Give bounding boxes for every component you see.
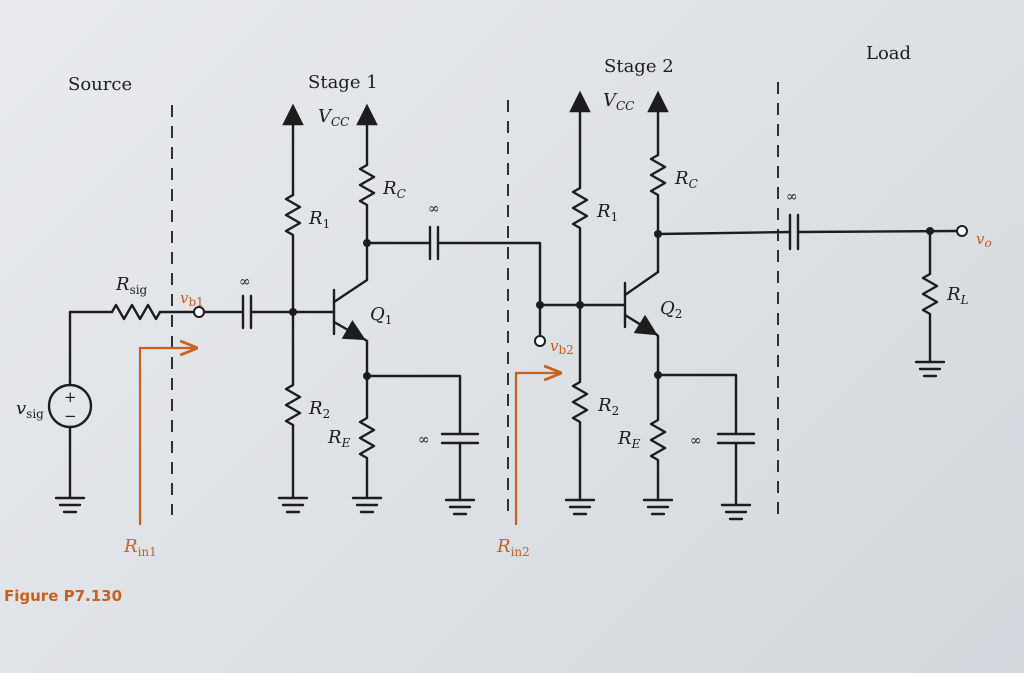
vb2-label: vb2 <box>550 337 574 357</box>
rin1-label: Rin1 <box>123 536 157 559</box>
ground-icon <box>351 496 383 514</box>
q1-label: Q1 <box>370 304 392 327</box>
section-stage2-label: Stage 2 <box>604 56 674 77</box>
source-plus-sign: + <box>64 388 77 406</box>
ground-icon <box>720 503 752 521</box>
re-stage1-label: RE <box>327 427 351 450</box>
r1-stage1-label: R1 <box>308 208 330 231</box>
vsig-label: vsig <box>16 398 44 421</box>
ground-icon <box>642 498 674 516</box>
q2-transistor-icon <box>623 270 660 338</box>
vcc-stage2-label: VCC <box>603 90 634 113</box>
ground-icon <box>54 496 86 514</box>
re-stage2-label: RE <box>617 428 641 451</box>
rl-resistor <box>921 229 939 364</box>
q2-label: Q2 <box>660 298 682 321</box>
vo-label: vo <box>976 230 992 250</box>
vcc-stage1-label: VCC <box>318 106 349 129</box>
r1-stage2-label: R1 <box>596 201 618 224</box>
ground-icon <box>444 498 476 516</box>
rsig-label: Rsig <box>115 274 148 297</box>
r2-stage1-resistor <box>284 310 302 500</box>
r2-stage2-label: R2 <box>597 395 619 418</box>
vb1-label: vb1 <box>180 289 204 309</box>
ce1-wire <box>365 374 462 436</box>
vo-terminal <box>956 225 968 237</box>
rin2-label: Rin2 <box>496 536 530 559</box>
cin1-infinity-label: ∞ <box>239 274 251 290</box>
rc-stage2-resistor <box>649 153 667 274</box>
rc-stage2-label: RC <box>674 168 698 191</box>
section-stage1-label: Stage 1 <box>308 72 378 93</box>
ce2-wire <box>656 373 738 436</box>
rsig-resistor <box>110 303 162 321</box>
rc-stage1-resistor <box>358 163 376 282</box>
section-source-label: Source <box>68 74 132 95</box>
rin2-arrow <box>514 373 560 525</box>
ce2-infinity-label: ∞ <box>690 433 702 449</box>
ground-icon <box>564 498 596 516</box>
r2-stage1-label: R2 <box>308 398 330 421</box>
rl-label: RL <box>946 284 969 307</box>
cc-wire-right <box>436 241 542 307</box>
source-minus-sign: − <box>64 407 77 425</box>
rin1-arrow <box>138 348 196 525</box>
rc-stage1-label: RC <box>382 178 406 201</box>
re-stage1-resistor <box>358 339 376 500</box>
re-stage2-resistor <box>649 334 667 502</box>
signal-source: + − vsig <box>16 383 93 429</box>
cout-wire-left <box>656 230 792 236</box>
figure-caption: Figure P7.130 <box>4 587 122 605</box>
cout-infinity-label: ∞ <box>786 189 798 205</box>
source-wire-top <box>68 310 114 387</box>
ground-icon <box>277 496 309 514</box>
ce1-infinity-label: ∞ <box>418 432 430 448</box>
vb2-terminal <box>534 335 546 347</box>
section-load-label: Load <box>866 43 911 64</box>
r2-stage2-resistor <box>571 303 589 502</box>
q1-transistor-icon <box>332 278 369 343</box>
ground-icon <box>914 360 946 378</box>
cc-infinity-label: ∞ <box>428 201 440 217</box>
r1-stage1-resistor <box>284 193 302 314</box>
r1-stage2-resistor <box>571 186 589 307</box>
